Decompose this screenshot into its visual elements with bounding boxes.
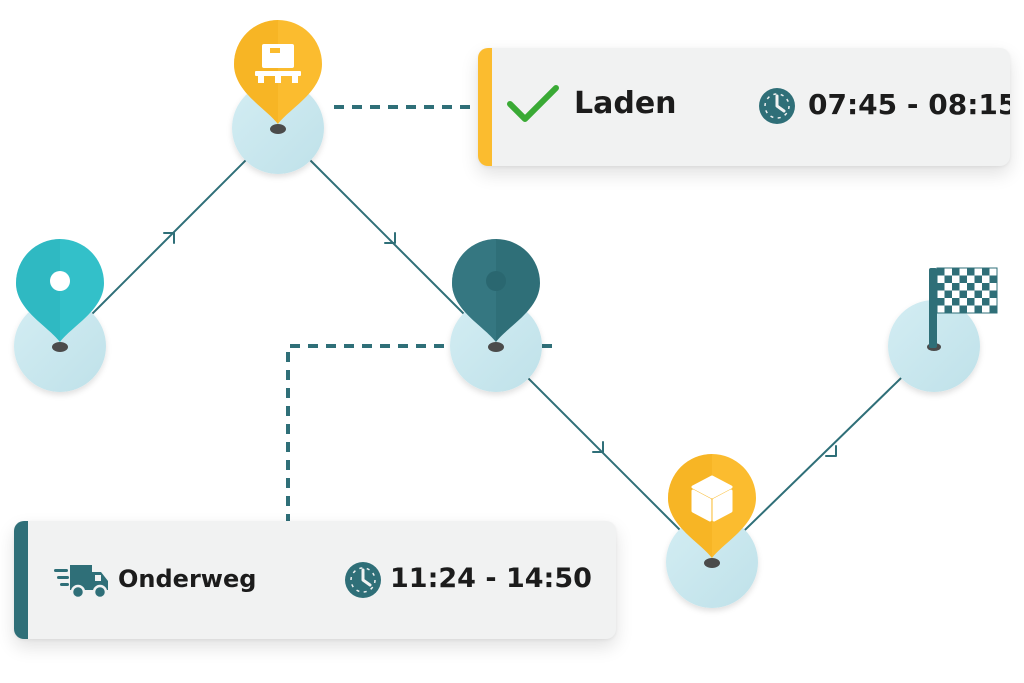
pallet-box-icon — [255, 44, 301, 83]
time-range-laden: 07:45 - 08:15 — [808, 88, 1010, 121]
flag-cell — [959, 283, 967, 291]
route-segment-1 — [59, 127, 279, 347]
flag-cell — [952, 275, 960, 283]
direction-arrows — [163, 232, 837, 457]
package-box-icon — [691, 475, 733, 522]
flag-cell — [937, 268, 945, 276]
flag-cell — [967, 305, 975, 313]
flag-cell — [952, 268, 960, 276]
flag-cell — [974, 290, 982, 298]
flag-cell — [967, 290, 975, 298]
flag-cell — [937, 290, 945, 298]
flag-cell — [989, 283, 997, 291]
flag-cell — [989, 305, 997, 313]
stop-in-transit — [452, 239, 540, 352]
checkered-flag-icon — [929, 267, 998, 348]
stop-delivery — [668, 454, 756, 568]
flag-cell — [952, 305, 960, 313]
status-label-onderweg: Onderweg — [118, 565, 257, 593]
flag-cell — [944, 275, 952, 283]
flag-cell — [982, 290, 990, 298]
flag-cell — [982, 298, 990, 306]
status-card-laden: Laden 07:45 - 08:15 — [478, 48, 1010, 166]
flag-cell — [967, 268, 975, 276]
flag-cell — [974, 268, 982, 276]
dashed-connectors — [286, 105, 552, 521]
flag-cell — [959, 268, 967, 276]
flag-cell — [952, 298, 960, 306]
time-range-onderweg: 11:24 - 14:50 — [390, 563, 592, 594]
flag-cell — [967, 275, 975, 283]
stop-finish — [927, 267, 998, 351]
flag-cell — [937, 283, 945, 291]
flag-cell — [982, 305, 990, 313]
flag-cell — [944, 283, 952, 291]
flag-cell — [974, 283, 982, 291]
flag-cell — [974, 298, 982, 306]
flag-cell — [959, 290, 967, 298]
card-accent-teal — [14, 521, 28, 639]
flag-cell — [989, 268, 997, 276]
card-accent-yellow — [478, 48, 492, 166]
flag-cell — [944, 290, 952, 298]
flag-cell — [944, 305, 952, 313]
flag-cell — [952, 290, 960, 298]
arrow-icon — [163, 232, 175, 244]
flag-cell — [989, 298, 997, 306]
flag-cell — [944, 298, 952, 306]
flag-cell — [937, 275, 945, 283]
delivery-truck-icon — [54, 565, 108, 600]
flag-cell — [982, 275, 990, 283]
flag-cell — [959, 275, 967, 283]
flag-cell — [974, 275, 982, 283]
checkmark-icon — [507, 85, 559, 122]
flag-cell — [982, 283, 990, 291]
status-card-onderweg: Onderweg 11:24 - 14:50 — [14, 521, 616, 639]
stop-start — [16, 239, 104, 352]
route-segment-4 — [711, 345, 935, 563]
flag-border — [936, 267, 998, 314]
clock-icon — [759, 88, 795, 124]
route-segment-3 — [495, 345, 713, 563]
flag-cell — [937, 305, 945, 313]
connector-onderweg — [286, 344, 552, 521]
flag-cell — [989, 275, 997, 283]
status-label-laden: Laden — [574, 86, 677, 121]
arrow-icon — [592, 441, 604, 453]
flag-cell — [959, 305, 967, 313]
route-segment-2 — [277, 127, 497, 347]
flag-cell — [937, 298, 945, 306]
arrow-icon — [384, 232, 396, 244]
flag-cell — [989, 290, 997, 298]
clock-icon — [345, 562, 381, 598]
stop-loading — [234, 20, 322, 134]
flag-cell — [982, 268, 990, 276]
flag-cell — [967, 298, 975, 306]
route-lines — [59, 127, 935, 563]
flag-cell — [959, 298, 967, 306]
arrow-icon — [825, 445, 837, 457]
flag-cell — [944, 268, 952, 276]
flag-cell — [974, 305, 982, 313]
flag-cell — [967, 283, 975, 291]
flag-cell — [952, 283, 960, 291]
